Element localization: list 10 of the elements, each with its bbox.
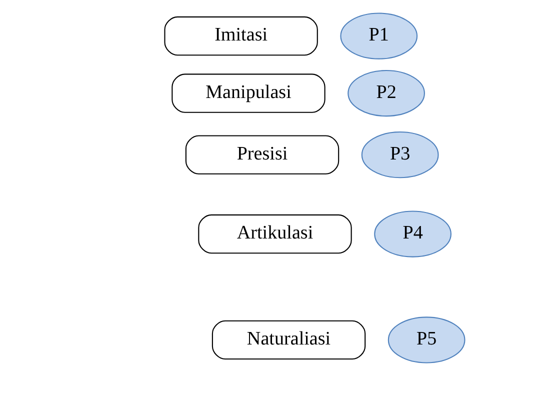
node-box: Naturaliasi — [211, 320, 366, 360]
node-box: Presisi — [184, 134, 339, 174]
node-ellipse: P4 — [374, 210, 451, 257]
node-box: Imitasi — [164, 16, 318, 56]
node-ellipse: P5 — [387, 316, 465, 363]
node-box: Artikulasi — [198, 214, 352, 254]
node-ellipse: P3 — [360, 131, 438, 178]
node-box: Manipulasi — [171, 73, 325, 112]
node-ellipse: P1 — [340, 12, 418, 59]
node-ellipse: P2 — [347, 69, 424, 116]
